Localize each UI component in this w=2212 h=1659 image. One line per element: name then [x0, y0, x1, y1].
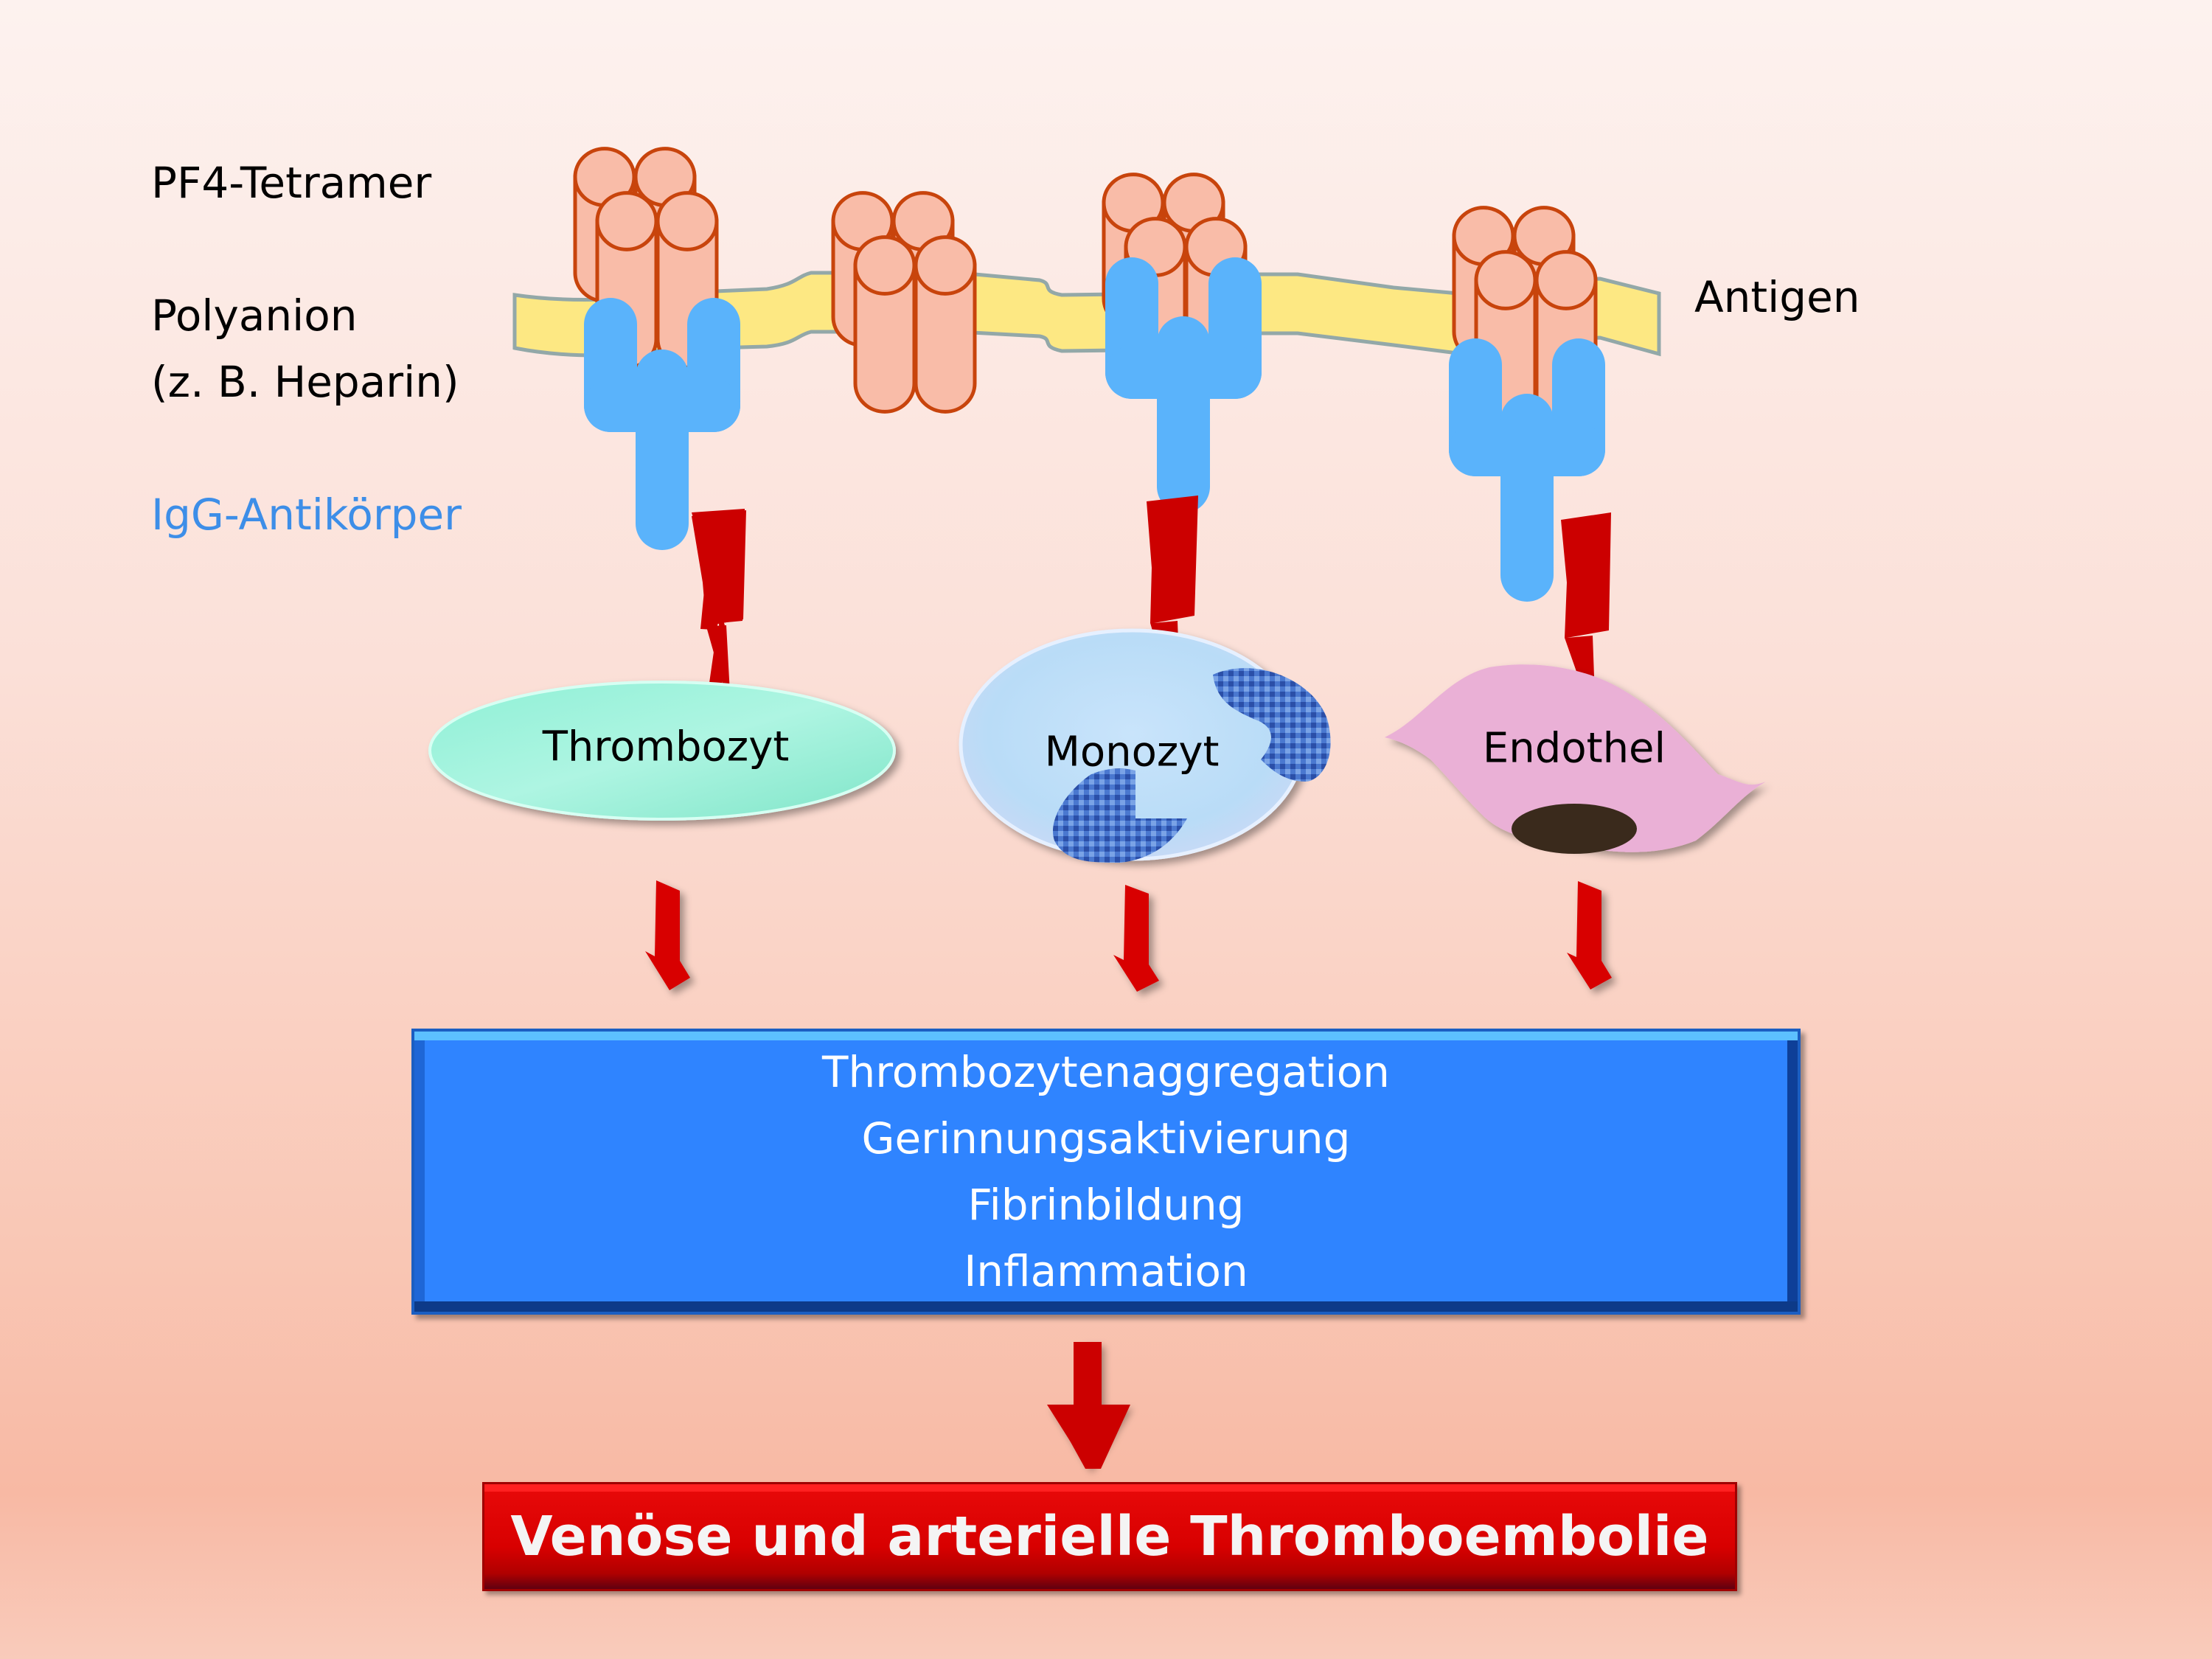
arrow-down-icon-body — [1050, 1342, 1130, 1469]
label-antigen: Antigen — [1694, 272, 1860, 322]
pf4-monomer-top — [853, 235, 917, 296]
arrow-down-icon — [1113, 885, 1159, 992]
process-line: Gerinnungsaktivierung — [861, 1113, 1351, 1164]
pf4-tetramers — [573, 147, 1598, 428]
process-line: Fibrinbildung — [967, 1180, 1245, 1230]
lightning-icon — [1561, 512, 1611, 697]
label-igg-antibody: IgG-Antikörper — [151, 490, 462, 540]
cell-label-monozyt: Monozyt — [1044, 728, 1220, 776]
cell-label-thrombozyt: Thrombozyt — [542, 723, 790, 771]
label-pf4-tetramer: PF4-Tetramer — [151, 158, 432, 208]
pf4-tetramer — [573, 147, 719, 369]
pf4-monomer-top — [655, 191, 719, 251]
arrow-down-icon — [645, 880, 690, 990]
pf4-monomer — [853, 263, 917, 414]
pf4-monomer-top — [1474, 250, 1537, 310]
cell-label-endothel: Endothel — [1482, 724, 1666, 773]
igg-antibodies — [584, 257, 1605, 602]
polyanion-chain — [512, 271, 1661, 358]
endothel-nucleus — [1512, 804, 1637, 854]
thrombozyt-cell — [428, 681, 896, 821]
process-line: Thrombozytenaggregation — [822, 1047, 1390, 1097]
outcome-label: Venöse und arterielle Thromboembolie — [510, 1505, 1709, 1568]
label-polyanion: Polyanion — [151, 291, 358, 341]
pf4-tetramer — [831, 191, 977, 414]
igg-antibody — [1105, 257, 1262, 513]
label-polyanion-example: (z. B. Heparin) — [151, 357, 459, 407]
cell-output-arrows — [645, 880, 1612, 992]
monozyt-nucleus-upper — [1213, 668, 1331, 782]
process-box: Thrombozytenaggregation Gerinnungsaktivi… — [411, 1029, 1801, 1315]
pf4-monomer-top — [1534, 250, 1598, 310]
arrow-down-icon — [1567, 881, 1612, 990]
process-line: Inflammation — [964, 1246, 1248, 1296]
lightning-icon — [692, 510, 746, 693]
pf4-monomer-top — [595, 191, 658, 251]
igg-antibody — [584, 298, 740, 550]
monozyt-nucleus-lower — [1053, 768, 1187, 863]
igg-antibody — [1449, 338, 1605, 602]
pf4-monomer — [914, 263, 977, 414]
outcome-box: Venöse und arterielle Thromboembolie — [482, 1482, 1737, 1591]
pf4-monomer-top — [914, 235, 977, 296]
endothel-cell — [1385, 664, 1766, 852]
